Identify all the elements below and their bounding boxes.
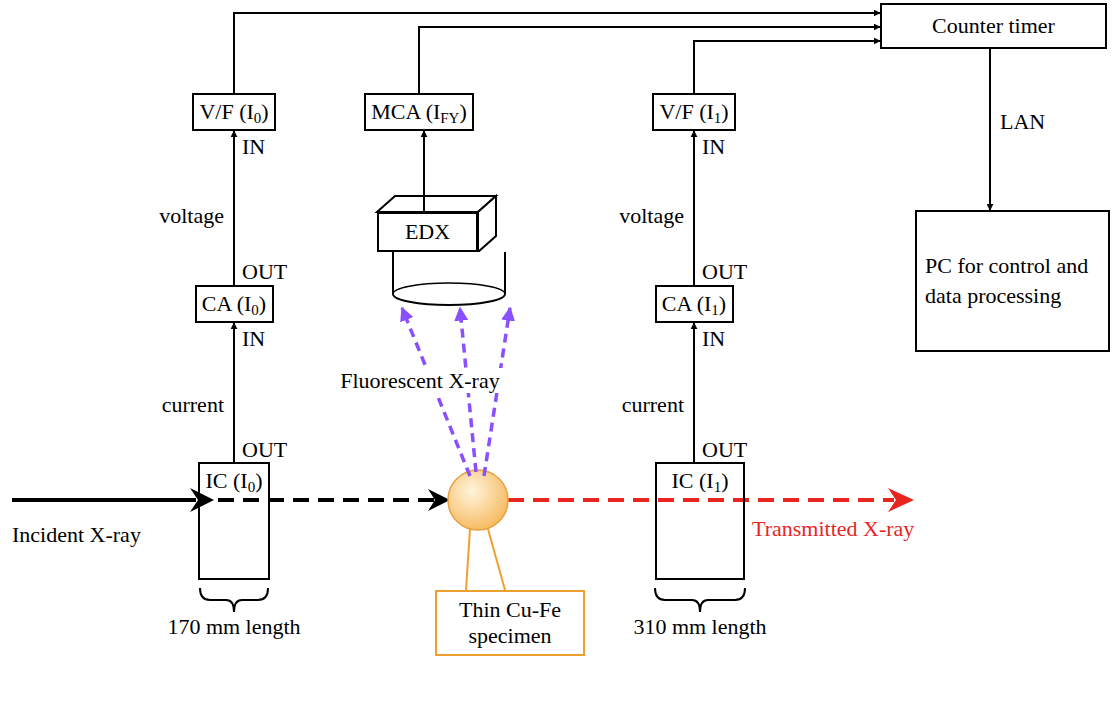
length-brace <box>200 588 268 612</box>
signal-connector <box>234 13 880 93</box>
annotation-label: voltage <box>159 203 224 228</box>
box-text: CA (I1) <box>662 291 726 317</box>
box-text: Thin Cu-Fe specimen <box>437 597 583 650</box>
box-text: CA (I0) <box>202 291 266 317</box>
incident-beam-dashed <box>218 498 434 502</box>
box-text: PC for control and data processing <box>925 251 1100 310</box>
signal-connector <box>989 49 991 210</box>
signal-connector <box>233 323 235 462</box>
annotation-label: OUT <box>702 259 747 284</box>
edx-detector-cylinder <box>393 252 505 305</box>
converter-box: V/F (I0) <box>192 93 276 131</box>
converter-box: V/F (I1) <box>652 93 736 131</box>
box-text: IC (I1) <box>672 468 729 494</box>
annotation-label: current <box>162 392 224 417</box>
signal-connector <box>694 41 880 93</box>
annotation-label: Fluorescent X-ray <box>337 368 502 393</box>
detector-box: EDX <box>377 212 478 252</box>
annotation-label: 310 mm length <box>633 614 766 639</box>
analyzer-box: MCA (IFY) <box>364 93 474 131</box>
ion-chamber: IC (I1) <box>655 462 745 580</box>
signal-connector <box>419 27 880 93</box>
specimen-leader <box>466 529 505 590</box>
amplifier-box: CA (I0) <box>195 285 274 323</box>
amplifier-box: CA (I1) <box>655 285 734 323</box>
annotation-label: Transmitted X-ray <box>752 516 914 541</box>
incident-head-2 <box>428 489 450 511</box>
box-text: Counter timer <box>932 13 1055 39</box>
length-brace <box>655 588 745 612</box>
annotation-label: voltage <box>619 203 684 228</box>
annotation-label: IN <box>702 326 725 351</box>
counter-timer-box: Counter timer <box>880 3 1107 49</box>
signal-connector <box>693 131 695 285</box>
annotation-label: OUT <box>702 437 747 462</box>
specimen-label-box: Thin Cu-Fe specimen <box>435 590 585 656</box>
edx-top-face <box>377 196 496 212</box>
specimen-disc <box>448 470 508 530</box>
transmitted-head <box>888 488 914 512</box>
connector-label: LAN <box>1000 109 1045 134</box>
signal-connector <box>423 131 425 212</box>
incident-beam <box>12 498 196 502</box>
computer-box: PC for control and data processing <box>915 210 1110 352</box>
annotation-label: IN <box>702 134 725 159</box>
annotation-label: OUT <box>242 437 287 462</box>
annotation-label: Incident X-ray <box>12 522 141 547</box>
annotation-label: current <box>622 392 684 417</box>
annotation-label: IN <box>242 134 265 159</box>
box-text: V/F (I1) <box>659 99 728 125</box>
box-text: IC (I0) <box>206 468 263 494</box>
signal-connector <box>693 323 695 462</box>
box-text: V/F (I0) <box>199 99 268 125</box>
box-text: EDX <box>405 219 450 245</box>
annotation-label: IN <box>242 326 265 351</box>
box-text: MCA (IFY) <box>371 99 467 125</box>
annotation-label: OUT <box>242 259 287 284</box>
annotation-label: 170 mm length <box>167 614 300 639</box>
transmitted-beam <box>508 498 894 502</box>
ion-chamber: IC (I0) <box>198 462 270 580</box>
signal-connector <box>233 131 235 285</box>
cylinder-rim <box>393 283 505 294</box>
edx-side-face <box>478 196 496 252</box>
